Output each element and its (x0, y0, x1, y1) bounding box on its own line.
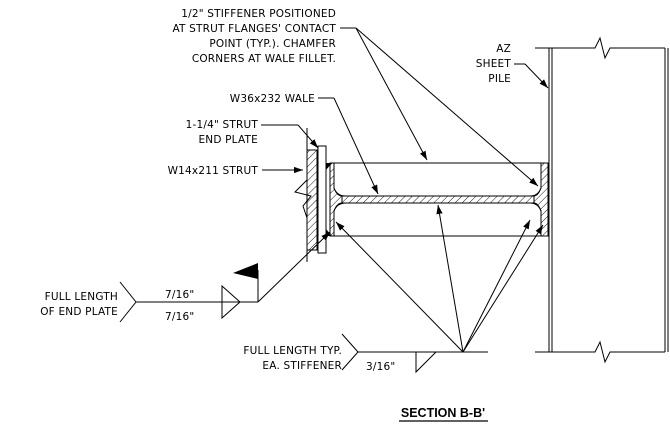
sheet-pile-label-line-1: AZ (496, 43, 511, 55)
leader-weld-left-stiffener (335, 221, 464, 353)
leader-stiffener-left (355, 27, 428, 161)
leader-sheet-pile (524, 63, 549, 89)
stiffener-weld-size: 3/16" (366, 361, 395, 373)
wale-label: W36x232 WALE (230, 93, 379, 195)
stiffener-note-line-4: CORNERS AT WALE FILLET. (192, 53, 336, 65)
section-title: SECTION B-B' (399, 406, 488, 422)
leader-end-plate-weld (257, 231, 331, 303)
section-title-text: SECTION B-B' (401, 406, 485, 420)
weld-size-top: 7/16" (165, 289, 194, 301)
stiffener-weld-note-line-2: EA. STIFFENER (262, 360, 342, 372)
leader-weld-right-stiffener (462, 224, 544, 353)
sheet-pile-label-line-2: SHEET (476, 58, 512, 70)
end-plate-weld-note-line-1: FULL LENGTH (45, 291, 118, 303)
leader-weld-web (436, 204, 464, 353)
end-plate-weld-symbol: FULL LENGTH OF END PLATE 7/16" 7/16" (40, 231, 331, 323)
leader-end-plate (297, 124, 319, 149)
weld-size-bottom: 7/16" (165, 311, 194, 323)
stiffener-note-line-3: POINT (TYP.). CHAMFER (209, 38, 336, 50)
end-plate-label-line-1: 1-1/4" STRUT (186, 119, 259, 131)
end-plate-weld-note-line-2: OF END PLATE (40, 306, 118, 318)
stiffener-weld-symbol: FULL LENGTH TYP. EA. STIFFENER 3/16" (243, 204, 544, 374)
leader-wale (333, 97, 379, 195)
sheet-pile-label: AZ SHEET PILE (476, 43, 549, 89)
stiffener-note-line-1: 1/2" STIFFENER POSITIONED (181, 8, 336, 20)
strut-label-text: W14x211 STRUT (168, 165, 259, 177)
stiffener-weld-note-line-1: FULL LENGTH TYP. (243, 345, 342, 357)
wale-label-text: W36x232 WALE (230, 93, 315, 105)
strut-label: W14x211 STRUT (168, 165, 303, 177)
leader-stiffener-right-top (355, 27, 539, 187)
sheet-pile-label-line-3: PILE (488, 73, 511, 85)
sheet-pile (535, 36, 669, 364)
end-plate-label-line-2: END PLATE (198, 134, 258, 146)
stiffener-note-line-2: AT STRUT FLANGES' CONTACT (172, 23, 336, 35)
end-plate-label: 1-1/4" STRUT END PLATE (186, 119, 319, 149)
strut (294, 128, 318, 262)
leader-weld-right-web (462, 219, 531, 353)
wale-section (329, 162, 549, 237)
stiffener-note: 1/2" STIFFENER POSITIONED AT STRUT FLANG… (172, 8, 539, 187)
